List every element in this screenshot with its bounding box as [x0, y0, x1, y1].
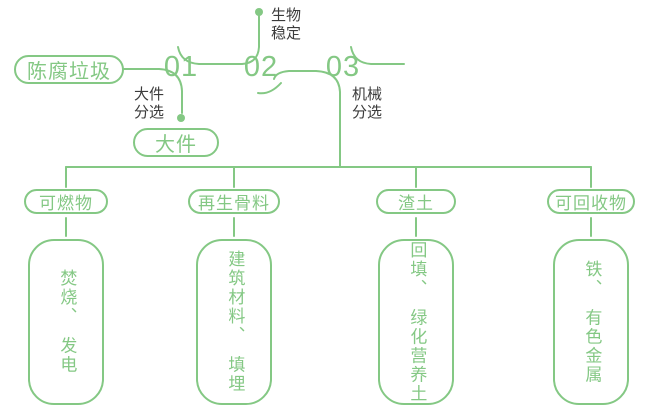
- step-number-03: 03: [325, 51, 361, 83]
- box-aggregate-output: 建筑材料、 填埋: [196, 239, 272, 405]
- dot-bulky: [177, 114, 185, 122]
- box-slag-output: 回填、 绿化营养土: [378, 239, 454, 405]
- connector-step01-to-bulky: [158, 68, 183, 114]
- flourish-step03: [350, 46, 405, 65]
- step-number-02: 02: [243, 51, 279, 83]
- node-source-aged-refuse: 陈腐垃圾: [14, 55, 124, 84]
- step-number-01: 01: [163, 51, 199, 83]
- dot-biostabilize: [255, 8, 263, 16]
- box-combustible-output: 焚烧、 发电: [28, 239, 104, 405]
- box-aggregate-text: 建筑材料、 填埋: [225, 250, 245, 394]
- line-step02-to-step03: [273, 70, 317, 80]
- box-recyclables-text: 铁、 有色金属: [582, 259, 602, 385]
- step-label-bio-stabilization: 生物 稳定: [271, 7, 302, 43]
- step-label-mechanical-sorting: 机械 分选: [352, 86, 383, 122]
- box-combustible-text: 焚烧、 发电: [57, 269, 77, 375]
- flourish-step01: [177, 46, 243, 65]
- box-recyclables-output: 铁、 有色金属: [553, 239, 629, 405]
- node-slag-soil: 渣土: [376, 189, 456, 214]
- step-label-bulky-sorting: 大件 分选: [134, 86, 165, 122]
- node-bulky-items: 大件: [133, 128, 219, 157]
- box-slag-text: 回填、 绿化营养土: [407, 240, 427, 404]
- node-recyclables: 可回收物: [547, 189, 635, 214]
- flourish-step02: [257, 82, 282, 95]
- node-recycled-aggregate: 再生骨料: [188, 189, 280, 214]
- connector-step03-drop: [315, 70, 341, 168]
- node-combustible: 可燃物: [24, 189, 108, 214]
- connector-step02-biostabilize: [241, 15, 260, 65]
